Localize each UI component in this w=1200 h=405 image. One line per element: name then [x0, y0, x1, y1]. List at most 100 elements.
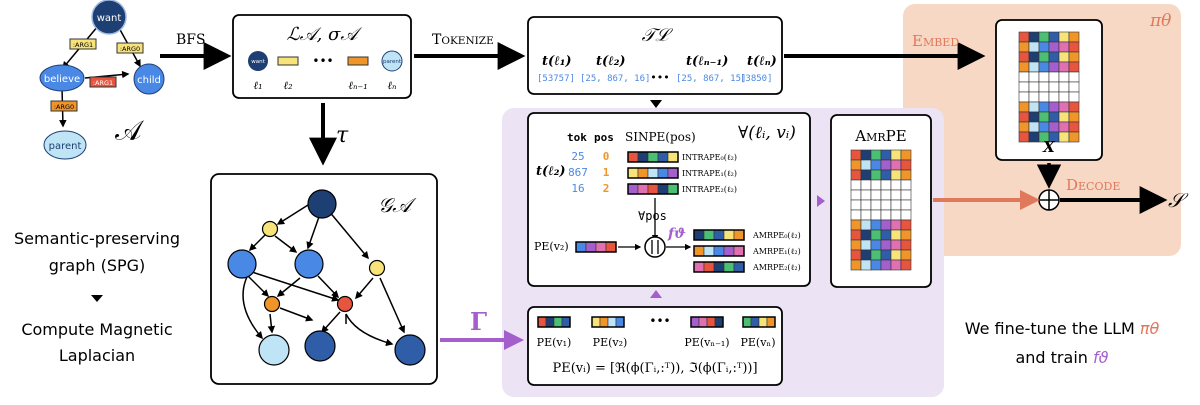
spg-node-light — [258, 334, 290, 366]
linearized-title: ℒ𝒜, σ𝒜 — [287, 24, 363, 45]
svg-text:child: child — [137, 75, 161, 86]
amrpe-title: AMRPE — [854, 127, 906, 145]
svg-text:want: want — [97, 13, 122, 24]
svg-text:867: 867 — [568, 166, 588, 179]
decode-label: DECODE — [1066, 176, 1120, 194]
svg-text:1: 1 — [603, 166, 610, 179]
concat-operator — [644, 236, 666, 258]
svg-text:pos: pos — [594, 131, 614, 144]
left-caption-arrow — [91, 295, 103, 302]
spg-node-red — [336, 295, 354, 313]
amr-node-believe — [39, 64, 85, 92]
x-matrix-label: X — [1042, 138, 1056, 156]
token-box — [527, 16, 783, 95]
amr-node-parent — [43, 130, 87, 160]
amr-symbol: 𝒜 — [115, 114, 145, 147]
svg-text:ℓ₁: ℓ₁ — [254, 79, 263, 92]
svg-text:PE(v₁): PE(v₁) — [537, 336, 572, 349]
svg-text:INTRAPE₀(ℓ₂): INTRAPE₀(ℓ₂) — [682, 153, 737, 162]
svg-text:parent: parent — [49, 141, 82, 152]
linear-node-parent — [381, 50, 403, 72]
spg-node-blue-1 — [227, 249, 257, 279]
pe-vector-blocks — [537, 316, 776, 328]
spg-node-dark-2 — [304, 330, 336, 362]
svg-text:PE(vₙ₋₁): PE(vₙ₋₁) — [684, 336, 729, 349]
right-caption-2: and train fϑ — [1015, 348, 1108, 367]
svg-text:INTRAPE₁(ℓ₂): INTRAPE₁(ℓ₂) — [682, 169, 737, 178]
linear-dots: ••• — [312, 54, 333, 68]
amr-node-want — [91, 0, 127, 35]
pe-formula: PE(vᵢ) = [ℜ(ϕ(Γᵢ,:ᵀ)), ℑ(ϕ(Γᵢ,:ᵀ))] — [552, 361, 757, 376]
svg-text:[25, 867, 15]: [25, 867, 15] — [676, 74, 746, 84]
gamma-label: Γ — [470, 307, 487, 336]
output-s: 𝒮 — [1168, 188, 1189, 212]
spg-node-blue-2 — [294, 249, 324, 279]
svg-text:INTRAPE₂(ℓ₂): INTRAPE₂(ℓ₂) — [682, 185, 737, 194]
embed-label: EMBED — [912, 32, 959, 50]
tokenize-label: TOKENIZE — [432, 32, 494, 48]
svg-text:16: 16 — [571, 182, 584, 195]
pe-dots: ••• — [649, 314, 670, 328]
amrpe-matrix — [850, 149, 912, 271]
svg-text:PE(vₙ): PE(vₙ) — [741, 336, 776, 349]
linear-edge-l2 — [277, 56, 299, 66]
svg-text::ARG0: :ARG0 — [120, 45, 140, 53]
pe-v2-block — [575, 241, 617, 253]
svg-text:parent: parent — [383, 59, 402, 65]
svg-text:[53757]: [53757] — [537, 74, 575, 84]
left-caption-1: Semantic-preserving — [14, 229, 180, 248]
svg-text:believe: believe — [44, 74, 80, 85]
pe-v2-label: PE(v₂) — [534, 240, 569, 253]
svg-text::ARG0: :ARG0 — [54, 103, 74, 111]
right-caption-1: We fine-tune the LLM πθ — [965, 319, 1160, 338]
left-caption-4: Laplacian — [59, 346, 135, 365]
spg-graph — [227, 189, 426, 366]
svg-text:25: 25 — [571, 150, 584, 163]
svg-text:tok: tok — [567, 131, 587, 144]
svg-text:AMRPE₀(ℓ₂): AMRPE₀(ℓ₂) — [752, 231, 801, 240]
svg-text:ℓₙ₋₁: ℓₙ₋₁ — [348, 79, 367, 92]
svg-text:t(ℓ₂): t(ℓ₂) — [596, 54, 626, 69]
svg-text:2: 2 — [603, 182, 610, 195]
tau-label: τ — [336, 123, 349, 148]
spg-node-dark-3 — [394, 334, 426, 366]
spg-node-root — [307, 189, 337, 219]
x-matrix — [1018, 31, 1080, 143]
spg-node-yellow-2 — [368, 259, 386, 277]
amr-graph: want believe child parent :ARG1 :ARG0 :A… — [39, 0, 165, 160]
forall-li-vi: ∀(ℓᵢ, vᵢ) — [738, 123, 796, 143]
svg-text:t(ℓ₁): t(ℓ₁) — [542, 54, 572, 69]
spg-node-orange — [263, 295, 281, 313]
bfs-label: BFS — [176, 32, 206, 48]
svg-text:t(ℓₙ): t(ℓₙ) — [747, 54, 777, 69]
linear-edge-ln1 — [347, 56, 369, 66]
linear-node-want — [248, 51, 268, 71]
svg-text:ℓ₂: ℓ₂ — [284, 79, 293, 92]
forall-pos: ∀pos — [638, 209, 667, 223]
svg-text:0: 0 — [603, 150, 610, 163]
svg-text:t(ℓₙ₋₁): t(ℓₙ₋₁) — [686, 54, 728, 69]
linearized-box — [232, 14, 412, 99]
svg-text::ARG1: :ARG1 — [93, 79, 113, 87]
svg-text:want: want — [251, 59, 265, 65]
svg-text:[25, 867, 16]: [25, 867, 16] — [580, 74, 650, 84]
amr-node-child — [133, 63, 165, 95]
left-caption-3: Compute Magnetic — [21, 320, 172, 339]
svg-text:SINPE(pos): SINPE(pos) — [625, 130, 696, 144]
svg-text:AMRPE₂(ℓ₂): AMRPE₂(ℓ₂) — [752, 263, 801, 272]
svg-text:t(ℓ₂): t(ℓ₂) — [536, 164, 566, 179]
token-title: 𝒯ℒ — [642, 25, 674, 46]
spg-graph-title: 𝒢𝒜 — [378, 193, 417, 217]
svg-text:AMRPE₁(ℓ₂): AMRPE₁(ℓ₂) — [752, 247, 801, 256]
left-caption-2: graph (SPG) — [49, 256, 146, 275]
svg-text:[3850]: [3850] — [740, 74, 773, 84]
sinpe-blocks — [627, 151, 679, 195]
pi-theta-label: πθ — [1149, 11, 1171, 31]
spg-node-yellow-1 — [261, 220, 279, 238]
token-dots: ••• — [650, 71, 669, 84]
svg-text::ARG1: :ARG1 — [73, 41, 93, 49]
token-down-arrowhead — [650, 100, 662, 108]
amrpe-blocks — [693, 229, 745, 273]
f-theta-label: fϑ — [667, 226, 686, 242]
